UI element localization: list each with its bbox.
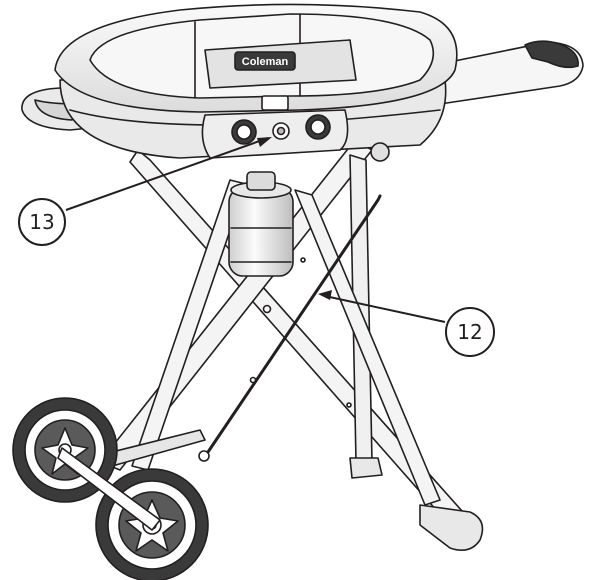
arrowhead-13: [257, 137, 272, 147]
lid-latch: [261, 95, 289, 111]
leader-line-12: [324, 295, 446, 323]
rear-leg-rod: [206, 194, 382, 454]
right-foot: [419, 504, 484, 551]
right-burner-knob: [305, 114, 331, 140]
rod-end: [198, 450, 210, 462]
callout-label-13: 13: [29, 210, 54, 234]
callout-12: 12: [318, 290, 495, 357]
arrowhead-12: [318, 290, 332, 300]
grill-body: [21, 3, 584, 162]
leader-line-13: [65, 137, 269, 211]
leg-pin: [300, 257, 306, 263]
rear-foot: [349, 457, 383, 479]
regulator-knob: [370, 142, 390, 162]
axle: [57, 447, 161, 531]
propane-cylinder: [228, 171, 294, 277]
callout-13: 13: [18, 137, 272, 246]
callout-circle-12: [445, 307, 495, 357]
brand-plate: [234, 51, 296, 71]
leg-pin: [346, 402, 352, 408]
callout-circle-13: [18, 198, 66, 246]
left-burner-knob: [231, 119, 257, 145]
leg-pin: [249, 376, 257, 384]
ignition-button: [272, 122, 290, 140]
leg-pin: [262, 304, 272, 314]
brand-logo: Coleman: [242, 56, 289, 68]
callout-label-12: 12: [457, 320, 482, 344]
